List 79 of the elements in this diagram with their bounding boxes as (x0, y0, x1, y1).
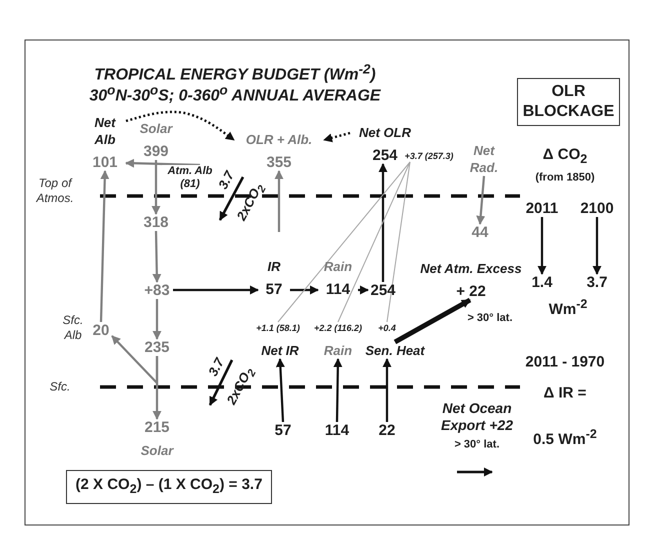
flux-label: IR (268, 258, 280, 275)
note-text: > 30° lat. (453, 438, 501, 452)
flux-value: 254 (372, 147, 398, 164)
flux-value: 0.5 Wm$^{-2}$ (532, 426, 598, 448)
forcing-value: 3.7 (204, 355, 228, 379)
blockage-heading-box: OLR BLOCKAGE (517, 78, 620, 126)
flux-label: OLR + Alb. (246, 131, 312, 148)
period-label: 2011 - 1970 (524, 354, 606, 370)
flux-value: 235 (144, 339, 170, 356)
flux-value: 20 (92, 322, 110, 339)
arrow (152, 160, 160, 215)
flux-value: 355 (266, 154, 292, 171)
flux-label: Net Rad. (468, 142, 500, 176)
flux-label: Atm. Alb (81) (166, 165, 214, 191)
flux-value: 57 (274, 422, 292, 439)
flux-value: 22 (378, 422, 396, 439)
flux-label: Net OLR (359, 124, 411, 141)
flux-value: 2100 (580, 200, 614, 217)
formula-box: (2 X CO$_{2}$) – (1 X CO$_{2}$) = 3.7 (66, 470, 272, 504)
connector-line (278, 162, 410, 322)
arrow (125, 158, 200, 168)
arrow (476, 176, 486, 225)
arrow (152, 299, 162, 340)
flux-value: + 22 (456, 283, 486, 300)
flux-value: 57 (266, 281, 282, 298)
unit-label: Wm$^{-2}$ (548, 296, 588, 318)
increment-note: +2.2 (116.2) (314, 322, 362, 334)
flux-value: 2011 (526, 200, 558, 217)
flux-value: 215 (144, 419, 170, 436)
arrow (538, 217, 546, 275)
arrow (100, 170, 110, 322)
flux-label: Net IR (261, 342, 299, 359)
flux-value: 1.4 (532, 274, 552, 291)
flux-label: Net Alb (93, 114, 117, 148)
arrow (276, 358, 285, 422)
flux-value: 101 (92, 154, 118, 171)
flux-label: Solar (140, 120, 172, 137)
annotation-text: > 30° lat. (466, 311, 514, 326)
flux-value: 114 (326, 281, 350, 298)
flux-value: 318 (143, 214, 169, 231)
dotted-arrow (126, 110, 235, 141)
flux-label: Sen. Heat (365, 342, 425, 359)
flux-label: Net Atm. Excess (420, 260, 522, 277)
flux-value: 44 (472, 224, 488, 241)
connector-line (338, 162, 410, 322)
flux-value: +83 (144, 282, 170, 299)
arrow (358, 286, 369, 294)
arrow (173, 286, 259, 294)
dotted-arrow (323, 132, 350, 142)
delta-label: Δ IR = (542, 384, 588, 402)
flux-label: Net Ocean Export +22 (440, 400, 514, 434)
connector-line (386, 162, 410, 322)
arrow (382, 358, 392, 422)
arrow (378, 163, 388, 282)
delta-label: Δ CO$_{2}$ (542, 146, 588, 168)
subtitle: 30$^{o}$N-30$^{o}$S; 0-360$^{o}$ ANNUAL AVERAGE (88, 82, 382, 105)
arrow (592, 217, 602, 275)
arrow (333, 358, 342, 422)
annotation-text: Sfc. Alb (62, 313, 84, 343)
flux-label: Rain (324, 258, 352, 275)
level-label: Sfc. (48, 380, 72, 394)
increment-note: +0.4 (378, 322, 396, 334)
increment-note: +1.1 (58.1) (256, 322, 300, 334)
arrow (152, 230, 162, 283)
arrow (290, 286, 319, 294)
flux-value: 3.7 (586, 274, 608, 291)
diagram-title: TROPICAL ENERGY BUDGET (Wm$^{-2}$) (93, 60, 377, 84)
flux-value: 114 (324, 422, 350, 439)
flux-value: 399 (143, 143, 169, 160)
arrow (111, 335, 158, 386)
arrow (394, 298, 472, 344)
flux-value: 254 (370, 282, 396, 299)
note-text: (from 1850) (534, 170, 596, 186)
level-label: Top of Atmos. (35, 176, 75, 206)
flux-label: Rain (324, 342, 352, 359)
arrow (274, 170, 284, 232)
increment-note: +3.7 (257.3) (404, 150, 454, 162)
forcing-value: 3.7 (214, 168, 238, 192)
flux-label: Solar (140, 442, 174, 459)
